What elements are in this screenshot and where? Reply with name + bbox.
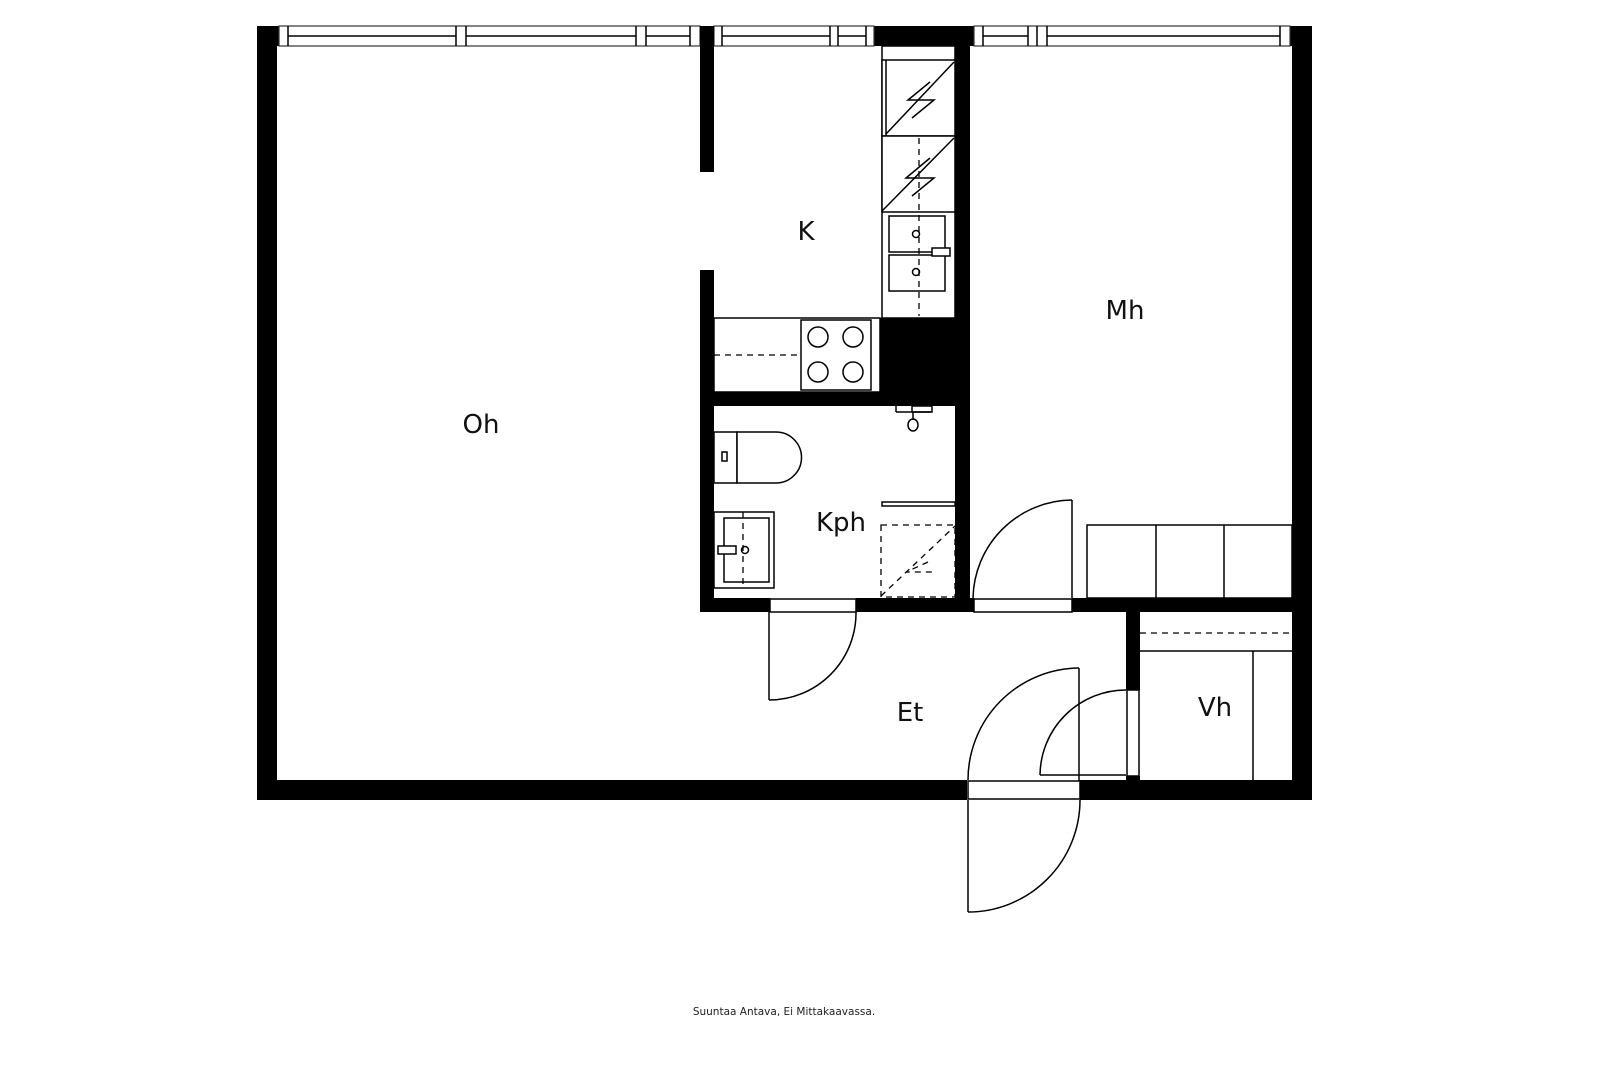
- room-label-bedroom: Mh: [1105, 296, 1145, 326]
- bathroom-fixtures: [713, 405, 956, 598]
- kitchen-fixtures: [713, 45, 956, 393]
- room-label-hallway: Et: [896, 698, 924, 728]
- doors: [768, 499, 1140, 913]
- exterior-walls: [257, 26, 1312, 800]
- bedroom-wardrobes: [1086, 524, 1293, 599]
- interior-walls: [700, 26, 1312, 800]
- room-label-storage: Vh: [1197, 693, 1233, 723]
- room-label-living-room: Oh: [462, 410, 500, 440]
- disclaimer-note: Suuntaa Antava, Ei Mittakaavassa.: [692, 1006, 876, 1018]
- room-label-kitchen: K: [797, 217, 815, 247]
- storage-fixtures: [1140, 632, 1292, 780]
- room-label-bathroom: Kph: [815, 508, 867, 538]
- windows: [278, 25, 1291, 47]
